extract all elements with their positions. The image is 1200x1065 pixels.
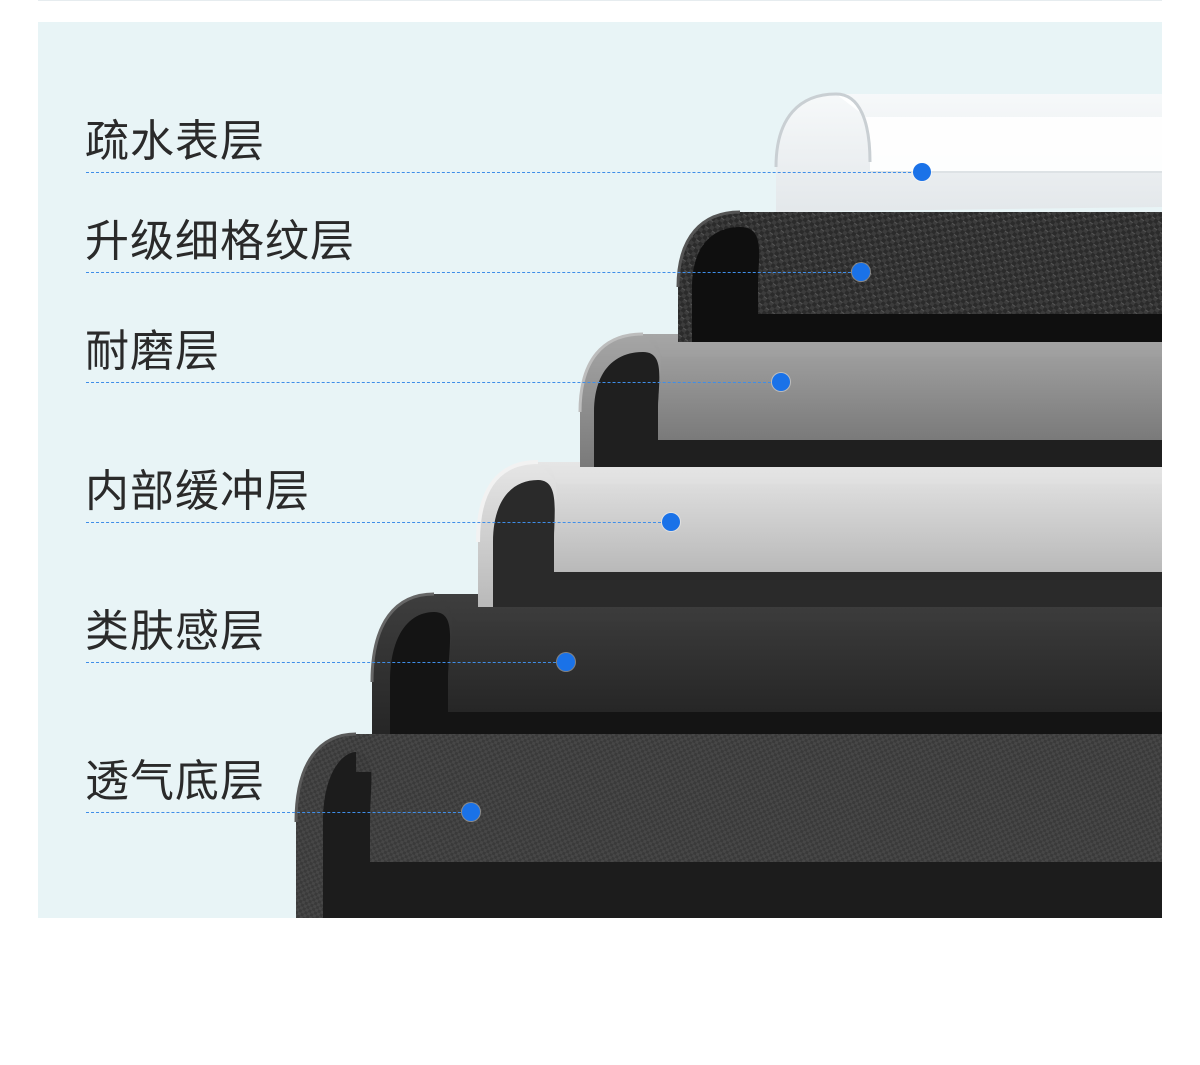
marker-dot-skin-feel (557, 653, 575, 671)
guide-line-hydrophobic (86, 172, 921, 173)
marker-dot-carbon-fiber (852, 263, 870, 281)
layer-tube-carbon-fiber (676, 210, 1162, 342)
guide-line-wear-resistant (86, 382, 781, 383)
guide-line-inner-cushion (86, 522, 671, 523)
layer-label-wear-resistant: 耐磨层 (85, 326, 220, 377)
guide-line-carbon-fiber (86, 272, 861, 273)
marker-dot-inner-cushion (662, 513, 680, 531)
layer-tube-skin-feel (370, 592, 1162, 734)
layer-tube-hydrophobic (774, 92, 1162, 212)
layer-tube-wear-resistant (578, 332, 1162, 467)
layer-label-skin-feel: 类肤感层 (85, 606, 265, 657)
layer-label-carbon-fiber: 升级细格纹层 (85, 216, 355, 267)
layer-label-hydrophobic: 疏水表层 (85, 116, 265, 167)
guide-line-skin-feel (86, 662, 566, 663)
marker-dot-hydrophobic (913, 163, 931, 181)
layer-tube-breathable-base (294, 732, 1162, 918)
marker-dot-breathable-base (462, 803, 480, 821)
top-divider (38, 0, 1162, 1)
layer-label-inner-cushion: 内部缓冲层 (85, 466, 310, 517)
layer-diagram-panel: 疏水表层 升级细格纹层 耐磨层 内部缓冲层 类肤感层 透气底层 (38, 22, 1162, 918)
layer-label-breathable-base: 透气底层 (85, 756, 265, 807)
layer-tube-inner-cushion (476, 460, 1162, 607)
layered-tubes-illustration (294, 92, 1162, 918)
marker-dot-wear-resistant (772, 373, 790, 391)
guide-line-breathable-base (86, 812, 471, 813)
